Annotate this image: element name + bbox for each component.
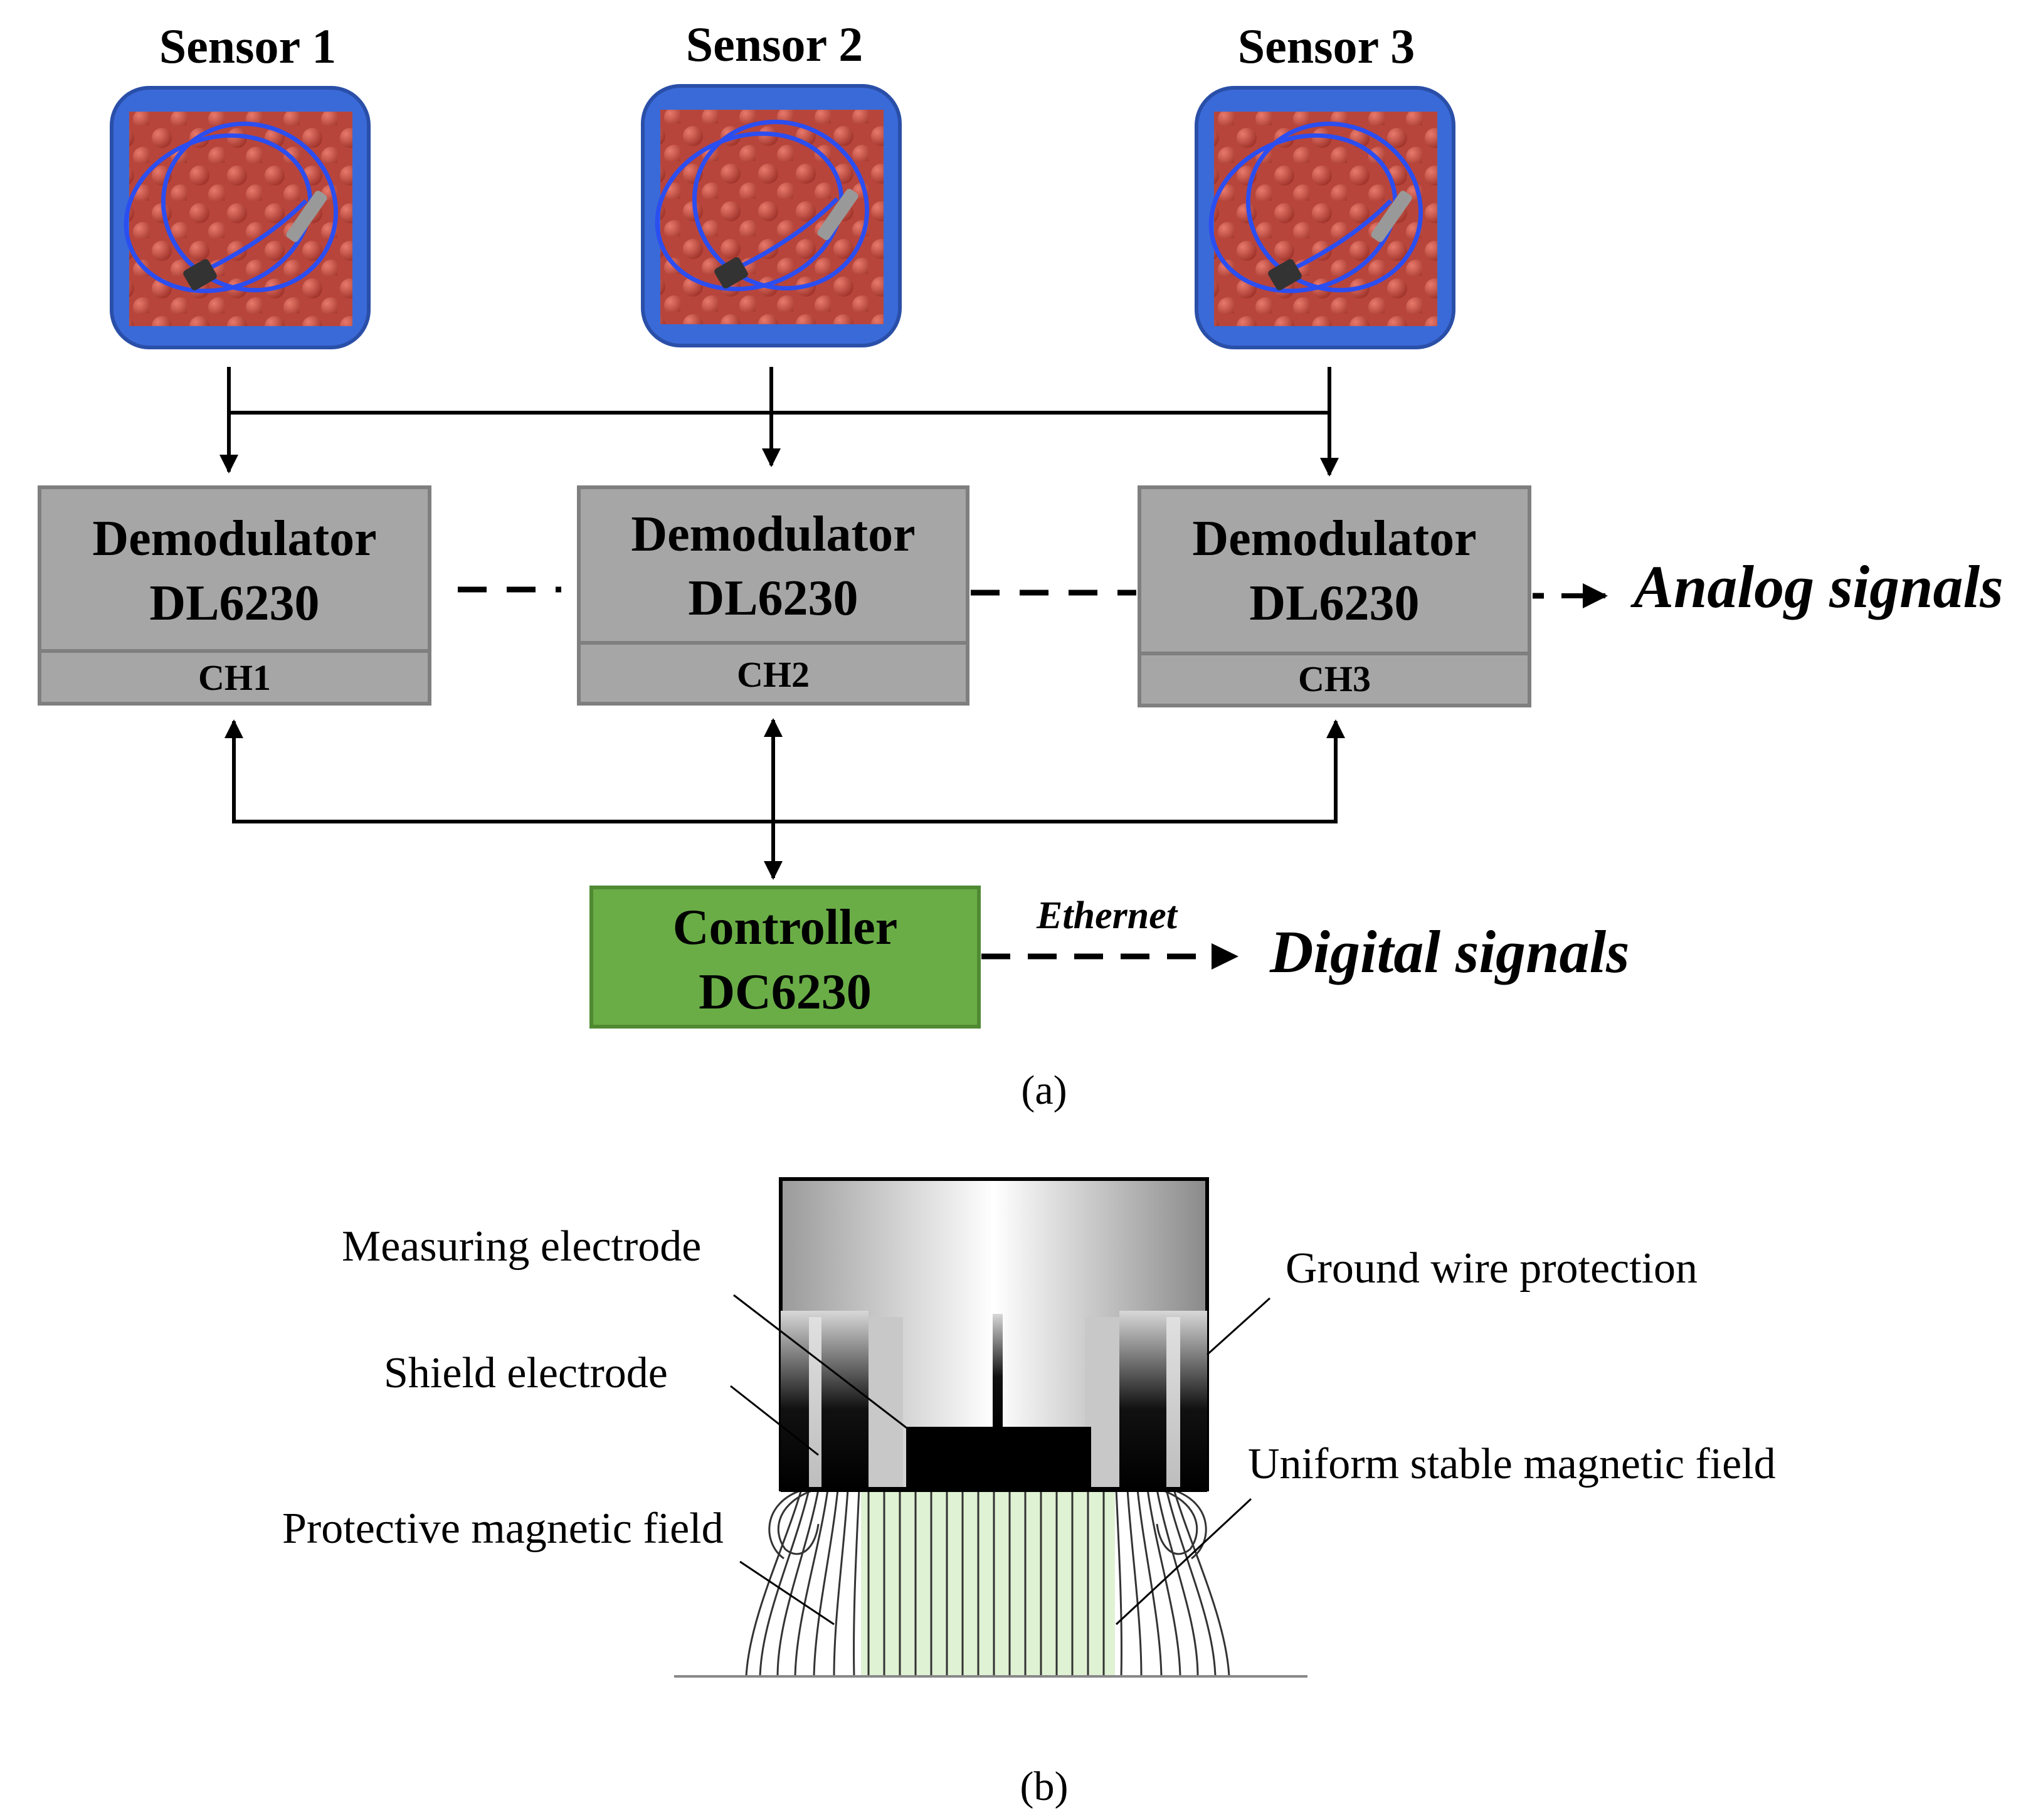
sensor-3-image [1195, 86, 1455, 349]
demodulator-ch1-channel: CH1 [198, 657, 271, 698]
panel-a: Sensor 1 Sensor 2 Sensor 3 [38, 17, 2004, 1113]
protective-field-lines [745, 1488, 1230, 1677]
uniform-field-label: Uniform stable magnetic field [1248, 1440, 1776, 1488]
demodulator-ch3-channel: CH3 [1298, 659, 1371, 699]
controller-model: DC6230 [699, 965, 872, 1020]
label-leader-lines [730, 1294, 1271, 1626]
demodulator-dashed-links [458, 586, 1544, 599]
protective-field-label: Protective magnetic field [282, 1505, 724, 1553]
demodulator-ch2: Demodulator DL6230 CH2 [577, 485, 969, 706]
demodulator-ch2-model: DL6230 [688, 571, 858, 626]
probe-cross-section [779, 1177, 1209, 1492]
sensor-connectors [219, 367, 1339, 477]
demodulator-ch2-title: Demodulator [631, 507, 915, 562]
shield-electrode-label: Shield electrode [384, 1349, 668, 1397]
sensor-1-label: Sensor 1 [159, 19, 336, 73]
sensor-1-image [110, 86, 371, 349]
digital-signals-label: Digital signals [1269, 918, 1629, 985]
sensor-3-label: Sensor 3 [1238, 19, 1415, 73]
demodulator-ch1-title: Demodulator [92, 511, 376, 566]
ground-wire-label: Ground wire protection [1286, 1244, 1698, 1293]
measuring-electrode-label: Measuring electrode [342, 1222, 701, 1271]
demodulator-ch3-model: DL6230 [1249, 576, 1419, 631]
demodulator-ch2-channel: CH2 [737, 654, 810, 695]
digital-output-arrowhead [1212, 943, 1238, 970]
controller-connectors [224, 718, 1345, 880]
panel-b: Measuring electrode Shield electrode Pro… [282, 1177, 1776, 1809]
demodulator-ch3: Demodulator DL6230 CH3 [1138, 485, 1531, 707]
demodulator-ch3-title: Demodulator [1192, 511, 1476, 566]
uniform-field-region [861, 1489, 1115, 1676]
sensor-2-image [641, 84, 902, 347]
controller-dc6230: Controller DC6230 [589, 886, 981, 1029]
panel-b-caption: (b) [1020, 1764, 1069, 1809]
ethernet-label: Ethernet [1036, 894, 1178, 937]
panel-a-caption: (a) [1021, 1067, 1067, 1113]
sensor-2-label: Sensor 2 [686, 17, 863, 71]
demodulator-ch1: Demodulator DL6230 CH1 [38, 485, 431, 706]
controller-title: Controller [673, 900, 897, 955]
analog-signals-label: Analog signals [1630, 553, 2004, 620]
demodulator-ch1-model: DL6230 [149, 576, 319, 631]
